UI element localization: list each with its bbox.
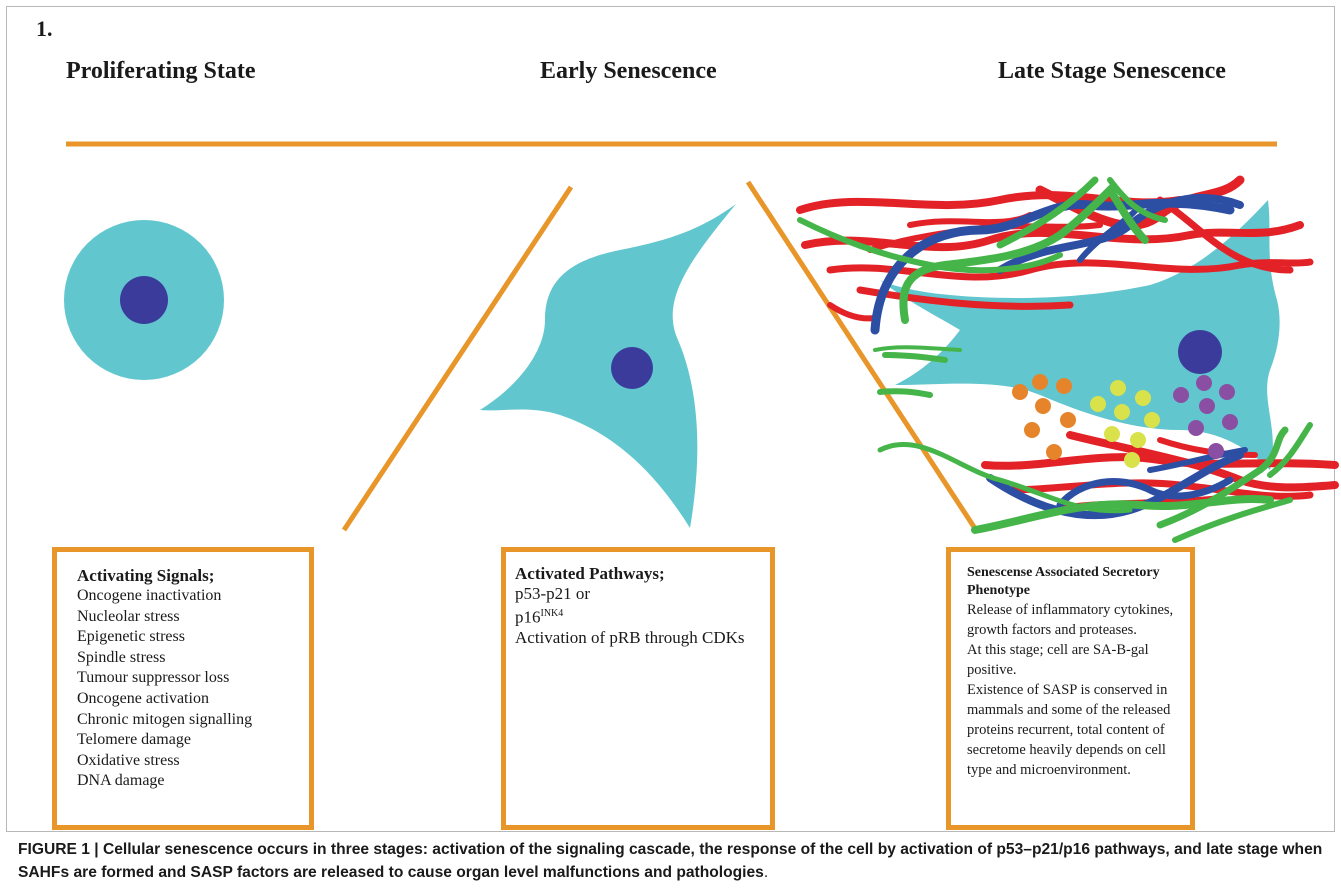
list-item: Oncogene inactivation xyxy=(77,587,222,604)
box-heading: Activating Signals; xyxy=(77,566,215,585)
sasp-text-line: secretome heavily depends on cell xyxy=(967,742,1166,758)
proliferating-nucleus xyxy=(120,276,168,324)
extracellular-fibers-bottom xyxy=(877,422,1339,543)
sasp-factor-dot xyxy=(1114,404,1130,420)
sasp-text-line: growth factors and proteases. xyxy=(967,622,1137,638)
sasp-text-line: Existence of SASP is conserved in xyxy=(967,682,1168,698)
fiber-red xyxy=(1066,431,1339,492)
sasp-factor-dot xyxy=(1012,384,1028,400)
pathway-p16: p16INK4 xyxy=(515,604,761,628)
sasp-purple-dots xyxy=(1173,375,1238,459)
fiber-green xyxy=(877,388,933,398)
sasp-text-line: mammals and some of the released xyxy=(967,702,1171,718)
sasp-factor-dot xyxy=(1222,414,1238,430)
p16-superscript: INK4 xyxy=(540,608,564,619)
fiber-red xyxy=(1157,437,1258,458)
caption-separator: | xyxy=(89,841,103,858)
fiber-green xyxy=(996,176,1099,249)
stage-title-proliferating: Proliferating State xyxy=(66,58,256,84)
sasp-factor-dot xyxy=(1104,426,1120,442)
sasp-text-line: positive. xyxy=(967,662,1017,678)
figure-number: 1. xyxy=(36,16,53,41)
box-heading-line1: Senescense Associated Secretory xyxy=(967,565,1160,580)
fiber-green xyxy=(1172,497,1293,543)
fiber-red xyxy=(1035,175,1245,230)
sasp-factor-dot xyxy=(1056,378,1072,394)
sasp-box: Senescense Associated Secretory Phenotyp… xyxy=(946,547,1195,830)
list-item: Oxidative stress xyxy=(77,751,180,769)
sasp-factor-dot xyxy=(1219,384,1235,400)
sasp-text-line: type and microenvironment. xyxy=(967,762,1131,778)
fiber-green xyxy=(1156,426,1289,529)
caption-label: FIGURE 1 xyxy=(18,841,90,858)
sasp-factor-dot xyxy=(1199,398,1215,414)
sasp-factor-dot xyxy=(1035,398,1051,414)
stage-title-late-senescence: Late Stage Senescence xyxy=(998,58,1226,84)
sasp-factor-dot xyxy=(1188,420,1204,436)
list-item: DNA damage xyxy=(77,772,165,790)
sasp-text-line: Release of inflammatory cytokines, xyxy=(967,602,1174,618)
activating-signals-list: Oncogene inactivation Nucleolar stress E… xyxy=(77,586,289,792)
list-item: Oncogene activation xyxy=(77,689,209,707)
divider-line-left xyxy=(341,185,574,532)
sasp-factor-dot xyxy=(1173,387,1189,403)
sasp-orange-dots xyxy=(1012,374,1076,460)
fiber-blue xyxy=(1147,447,1248,473)
stage-title-early-senescence: Early Senescence xyxy=(540,58,717,84)
list-item: Nucleolar stress xyxy=(77,607,180,625)
fiber-green xyxy=(1267,422,1313,478)
sasp-factor-dot xyxy=(1090,396,1106,412)
list-item: Epigenetic stress xyxy=(77,628,185,646)
divider-line-right xyxy=(745,180,979,532)
sasp-factor-dot xyxy=(1110,380,1126,396)
list-item: Spindle stress xyxy=(77,648,166,666)
fiber-red xyxy=(1156,196,1294,274)
fiber-blue xyxy=(1056,476,1234,509)
figure-caption: FIGURE 1 | Cellular senescence occurs in… xyxy=(18,838,1328,884)
activated-pathways-box: Activated Pathways; p53-p21 or p16INK4 A… xyxy=(501,547,775,830)
fiber-green xyxy=(877,442,1133,514)
sasp-factor-dot xyxy=(1060,412,1076,428)
activating-signals-box: Activating Signals; Oncogene inactivatio… xyxy=(52,547,314,830)
early-senescent-nucleus xyxy=(611,347,653,389)
figure-panel-frame xyxy=(6,6,1335,832)
late-senescent-nucleus xyxy=(1178,330,1222,374)
fiber-green xyxy=(899,183,1149,324)
sasp-factor-dot xyxy=(1130,432,1146,448)
p16-label: p16 xyxy=(515,607,541,627)
sasp-factor-dot xyxy=(1024,422,1040,438)
sasp-yellow-dots xyxy=(1090,380,1160,468)
list-item: Telomere damage xyxy=(77,731,191,749)
sasp-factor-dot xyxy=(1144,412,1160,428)
box-heading-line2: Phenotype xyxy=(967,583,1030,598)
list-item: Tumour suppressor loss xyxy=(77,669,230,687)
sasp-text-line: proteins recurrent, total content of xyxy=(967,722,1165,738)
fiber-green xyxy=(971,494,1274,534)
fiber-green xyxy=(873,345,962,352)
sasp-factor-dot xyxy=(1135,390,1151,406)
extracellular-fibers-top xyxy=(796,175,1314,398)
list-item: Chronic mitogen signalling xyxy=(77,710,253,728)
fiber-green xyxy=(1107,177,1168,223)
early-senescent-cell xyxy=(480,204,736,528)
caption-end: . xyxy=(763,864,769,881)
pathway-prb-activation: Activation of pRB through CDKs xyxy=(515,627,745,647)
sasp-factor-dot xyxy=(1124,452,1140,468)
sasp-factor-dot xyxy=(1208,443,1224,459)
fiber-green xyxy=(882,352,948,363)
sasp-text-line: At this stage; cell are SA-B-gal xyxy=(967,642,1149,658)
sasp-factor-dot xyxy=(1196,375,1212,391)
fiber-red xyxy=(827,302,878,322)
box-heading: Activated Pathways; xyxy=(515,564,665,583)
caption-text: Cellular senescence occurs in three stag… xyxy=(18,841,1323,881)
sasp-factor-dot xyxy=(1032,374,1048,390)
sasp-factor-dot xyxy=(1046,444,1062,460)
pathway-p53-p21: p53-p21 or xyxy=(515,584,591,603)
